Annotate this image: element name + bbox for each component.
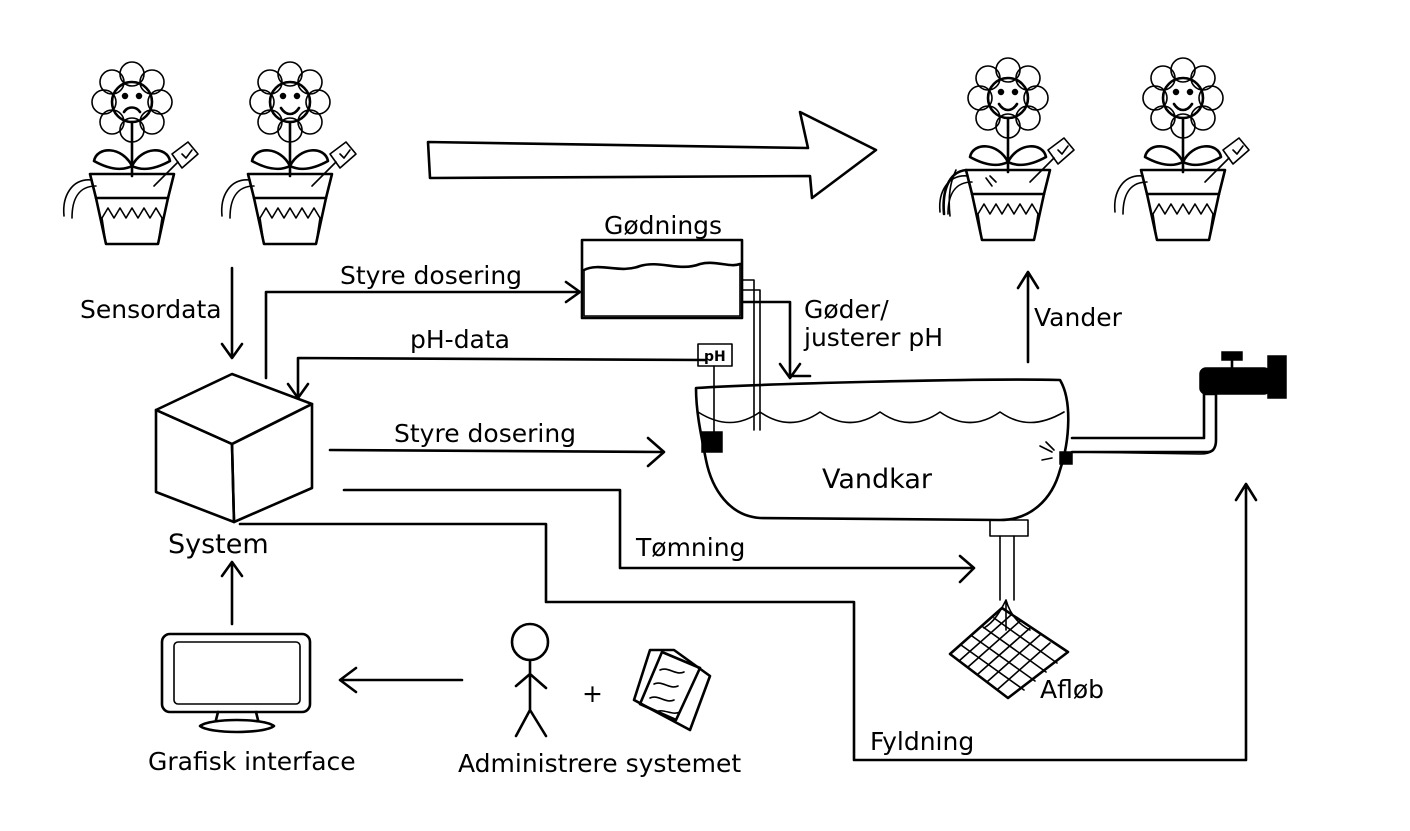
styre-dosering-mid-arrow: [328, 436, 666, 468]
happy-flower-pot-icon: [938, 56, 1076, 242]
person-icon: [510, 622, 550, 738]
vander-label: Vander: [1034, 303, 1123, 332]
goder-label-line2: justerer pH: [803, 323, 943, 352]
fertilizer-tank-icon: [580, 238, 761, 431]
faucet-icon: [1070, 351, 1287, 455]
styre-dosering-top-arrow: [264, 280, 582, 380]
ph-data-label: pH-data: [410, 325, 510, 354]
fyldning-label: Fyldning: [870, 727, 974, 756]
vander-arrow: [1016, 270, 1040, 364]
monitor-icon: [160, 632, 312, 734]
interface-to-system-arrow: [220, 560, 244, 626]
happy-flower-pot-icon: [220, 60, 358, 246]
tomning-arrow: [342, 488, 976, 584]
styre-dosering-top-label: Styre dosering: [340, 261, 522, 290]
ph-sensor-icon: pH: [697, 343, 733, 453]
cube-icon: [154, 372, 314, 524]
sensordata-label: Sensordata: [80, 295, 222, 324]
ph-sensor-label: pH: [704, 349, 726, 365]
happy-flower-pot-icon: [1113, 56, 1251, 242]
admin-to-interface-arrow: [338, 666, 464, 694]
goder-arrow: [740, 300, 812, 380]
water-tub-icon: [694, 378, 1073, 601]
tomning-label: Tømning: [635, 533, 745, 562]
goder-label-line1: Gøder/: [804, 295, 889, 324]
drain-grate-icon: [948, 599, 1070, 700]
sensordata-arrow: [220, 266, 244, 360]
vandkar-label: Vandkar: [822, 464, 933, 495]
fyldning-arrow: [238, 482, 1258, 762]
documents-icon: [632, 648, 712, 732]
grafisk-interface-label: Grafisk interface: [148, 747, 356, 776]
system-label: System: [168, 529, 269, 560]
plus-label: +: [582, 679, 603, 708]
big-progress-arrow: [426, 110, 878, 200]
sad-flower-pot-icon: [62, 60, 200, 246]
godning-label: Gødnings: [604, 211, 722, 240]
styre-dosering-mid-label: Styre dosering: [394, 419, 576, 448]
ph-data-arrow: [286, 356, 708, 400]
administrere-label: Administrere systemet: [458, 749, 741, 778]
aflob-label: Afløb: [1040, 675, 1104, 704]
